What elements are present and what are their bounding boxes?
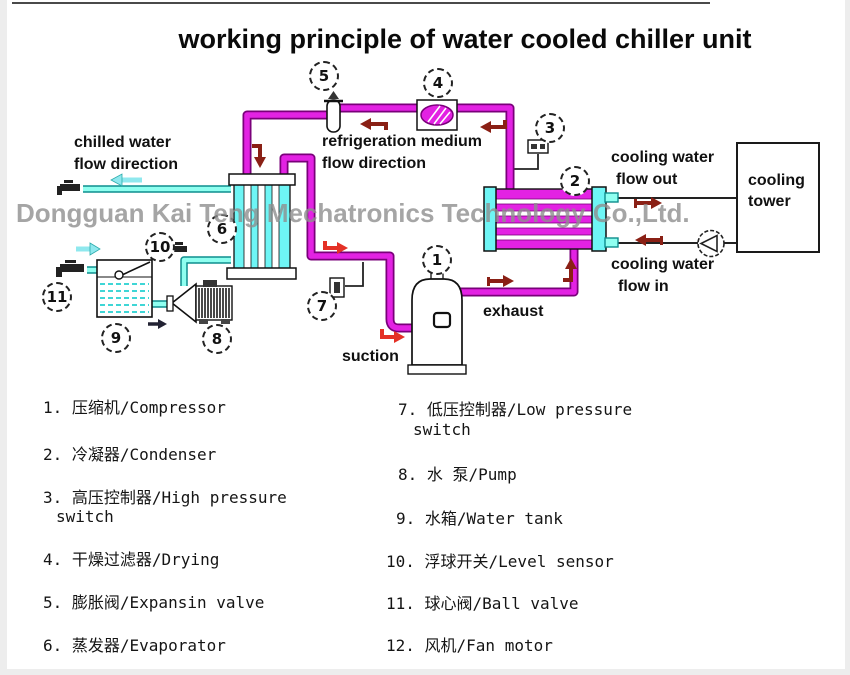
condenser-up-arrow [563, 258, 577, 282]
chilled-out-arrow [110, 173, 142, 187]
bottom-edge [0, 669, 850, 675]
expansion-valve [324, 91, 343, 133]
exhaust-arrow [487, 275, 514, 287]
callout-2: 2 [560, 166, 590, 196]
suction-corner-arrow [323, 241, 348, 254]
legend-item-2: 2. 冷凝器/Condenser [43, 445, 217, 464]
legend-item-10: 10. 浮球开关/Level sensor [386, 552, 614, 571]
watermark: Dongguan Kai Teng Mechatronics Technolog… [16, 198, 690, 228]
suction-label: suction [342, 348, 399, 365]
medium-left-arrow [360, 118, 388, 130]
callout-5: 5 [309, 61, 339, 91]
evaporator [226, 173, 297, 280]
legend-item-6: 6. 蒸发器/Evaporator [43, 636, 226, 655]
refrigerant-pipes [242, 103, 579, 333]
callout-3: 3 [535, 113, 565, 143]
compressor [407, 264, 467, 375]
cooling-water-out-label: cooling water flow out [611, 149, 715, 188]
page-title: working principle of water cooled chille… [178, 24, 752, 54]
filter-left-arrow [480, 120, 507, 133]
top-border-line [12, 2, 710, 4]
right-edge [845, 0, 850, 675]
level-sensor-float [114, 261, 151, 280]
callout-11: 11 [42, 282, 72, 312]
callout-10: 10 [145, 232, 175, 262]
evaporator-down-arrow [252, 144, 266, 168]
legend-item-3-line2: switch [56, 507, 114, 526]
left-edge [0, 0, 7, 675]
water-tank [96, 259, 153, 318]
ball-valve-faucet [56, 260, 84, 277]
legend-item-4: 4. 干燥过滤器/Drying [43, 550, 220, 569]
legend-item-1: 1. 压缩机/Compressor [43, 398, 226, 417]
cooling-tower-label-2: tower [748, 193, 791, 210]
legend-item-8: 8. 水 泵/Pump [398, 465, 517, 484]
low-pressure-switch [329, 277, 345, 298]
callout-4: 4 [423, 68, 453, 98]
tank-to-pump-arrow [148, 319, 167, 329]
legend-item-9: 9. 水箱/Water tank [396, 509, 563, 528]
exhaust-label: exhaust [483, 303, 544, 320]
legend-item-12: 12. 风机/Fan motor [386, 636, 553, 655]
callout-1: 1 [422, 245, 452, 275]
legend-item-7-line2: switch [413, 420, 471, 439]
legend-item-5: 5. 膨胀阀/Expansin valve [43, 593, 265, 612]
cooling-out-arrow [634, 197, 662, 209]
drying-filter [416, 99, 458, 131]
refrigeration-medium-label: refrigeration medium flow direction [322, 133, 483, 172]
chilled-water-pipes [83, 185, 231, 308]
condenser [483, 186, 619, 252]
callout-8: 8 [202, 324, 232, 354]
chilled-water-label: chilled water flow direction [74, 134, 178, 173]
callout-9: 9 [101, 323, 131, 353]
cooling-in-arrow [635, 234, 663, 246]
fan-motor-symbol [697, 229, 725, 258]
callout-6: 6 [207, 214, 237, 244]
chilled-outlet-faucet [57, 180, 80, 195]
legend-item-3: 3. 高压控制器/High pressure [43, 488, 287, 507]
high-pressure-switch [527, 139, 549, 154]
cooling-water-in-label: cooling water flow in [611, 256, 715, 295]
pump-outlet-valve [172, 242, 187, 252]
flow-arrows [76, 118, 663, 343]
legend-item-11: 11. 球心阀/Ball valve [386, 594, 579, 613]
switch-wires [345, 154, 539, 287]
cooling-tower-label-1: cooling [748, 172, 805, 189]
tank-supply-arrow [76, 242, 101, 256]
cooling-tower: cooling tower [736, 142, 820, 253]
suction-entry-arrow [380, 329, 405, 343]
pump [166, 280, 233, 324]
callout-7: 7 [307, 291, 337, 321]
legend-item-7: 7. 低压控制器/Low pressure [398, 400, 633, 419]
